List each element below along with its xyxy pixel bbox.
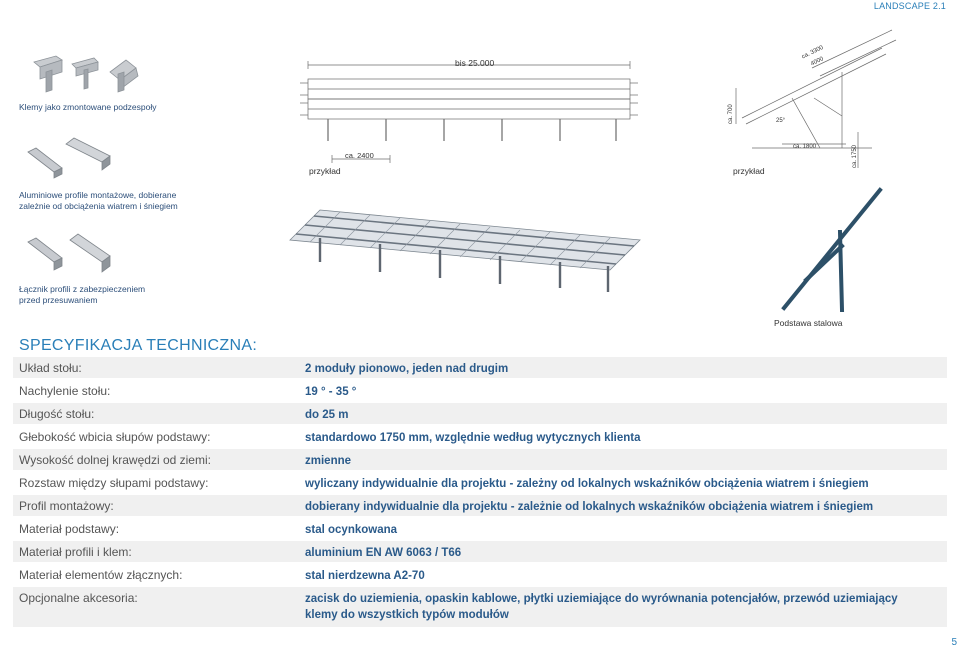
- connector-caption-line2: przed przesuwaniem: [19, 295, 98, 305]
- page-number: 5: [951, 637, 957, 648]
- side-dimension-height-1: ca. 700: [728, 104, 734, 124]
- spec-row-value: zacisk do uziemienia, opaskin kablowe, p…: [305, 593, 898, 605]
- spec-row: Materiał podstawy: stal ocynkowana: [13, 518, 947, 539]
- front-example-label: przykład: [309, 166, 341, 176]
- spec-row-label: Nachylenie stołu:: [19, 384, 111, 398]
- spec-row: Nachylenie stołu: 19 ° - 35 °: [13, 380, 947, 401]
- spec-row: Materiał elementów złącznych: stal nierdz…: [13, 564, 947, 585]
- front-post-dimension: ca. 2400: [345, 151, 374, 160]
- clamps-caption: Klemy jako zmontowane podzespoły: [19, 102, 157, 112]
- spec-row-value: wyliczany indywidualnie dla projektu - z…: [305, 478, 869, 490]
- spec-row: Głebokość wbicia słupów podstawy: standar…: [13, 426, 947, 447]
- spec-row-label: Materiał podstawy:: [19, 522, 120, 536]
- side-dimension-angle: 25°: [776, 118, 786, 124]
- spec-row-label: Profil montażowy:: [19, 499, 114, 513]
- connector-image: [27, 233, 111, 273]
- spec-row-value: do 25 m: [305, 409, 349, 421]
- side-dimension-height-2: ca. 1750: [852, 144, 858, 168]
- spec-row: Wysokość dolnej krawędzi od ziemi: zmienn…: [13, 449, 947, 470]
- spec-row-label: Głebokość wbicia słupów podstawy:: [19, 430, 211, 444]
- spec-row-label: Długość stołu:: [19, 407, 95, 421]
- spec-row: Profil montażowy: dobierany indywidualnie…: [13, 495, 947, 516]
- profiles-caption-line2: zależnie od obciążenia wiatrem i śniegie…: [19, 201, 178, 211]
- spec-row-label: Wysokość dolnej krawędzi od ziemi:: [19, 453, 211, 467]
- steel-base-image: [781, 187, 883, 313]
- spec-row-label: Materiał profili i klem:: [19, 545, 132, 559]
- spec-row-label: Materiał elementów złącznych:: [19, 568, 183, 582]
- side-elevation-drawing: [735, 29, 897, 168]
- spec-row-value: 2 moduły pionowo, jeden nad drugim: [305, 363, 509, 375]
- spec-row-value: stal ocynkowana: [305, 524, 398, 536]
- spec-row-label: Układ stołu:: [19, 361, 82, 375]
- spec-row: Rozstaw między słupami podstawy: wyliczan…: [13, 472, 947, 493]
- spec-title: SPECYFIKACJA TECHNICZNA:: [19, 337, 258, 354]
- spec-row: Długość stołu: do 25 m: [13, 403, 947, 424]
- side-example-label: przykład: [733, 166, 765, 176]
- spec-row-label: Rozstaw między słupami podstawy:: [19, 476, 209, 490]
- spec-row-value: 19 ° - 35 °: [305, 386, 357, 398]
- spec-row: Materiał profili i klem: aluminium EN AW …: [13, 541, 947, 562]
- steel-base-caption: Podstawa stalowa: [774, 318, 843, 328]
- front-elevation-drawing: [300, 61, 638, 163]
- front-length-dimension: bis 25.000: [455, 58, 495, 68]
- section-tag: LANDSCAPE 2.1: [873, 1, 946, 11]
- mounting-table-3d-image: [289, 209, 641, 292]
- profiles-caption-line1: Aluminiowe profile montażowe, dobierane: [19, 190, 177, 200]
- spec-row-value: zmienne: [305, 455, 352, 467]
- clamps-image: [33, 55, 139, 93]
- spec-row: Układ stołu: 2 moduły pionowo, jeden nad …: [13, 357, 947, 378]
- spec-row-value: stal nierdzewna A2-70: [305, 570, 425, 582]
- spec-row-value: standardowo 1750 mm, względnie według wy…: [305, 432, 641, 444]
- spec-row: Opcjonalne akcesoria: zacisk do uziemieni…: [13, 587, 947, 627]
- spec-row-label: Opcjonalne akcesoria:: [19, 591, 138, 605]
- connector-caption-line1: Łącznik profili z zabezpieczeniem: [19, 284, 146, 294]
- spec-row-value: aluminium EN AW 6063 / T66: [305, 547, 462, 559]
- spec-row-value-line2: klemy do wszystkich typów modułów: [305, 609, 509, 621]
- spec-row-value: dobierany indywidualnie dla projektu - z…: [305, 501, 874, 513]
- side-dimension-base: ca. 1800: [793, 144, 817, 150]
- profiles-image: [27, 137, 111, 179]
